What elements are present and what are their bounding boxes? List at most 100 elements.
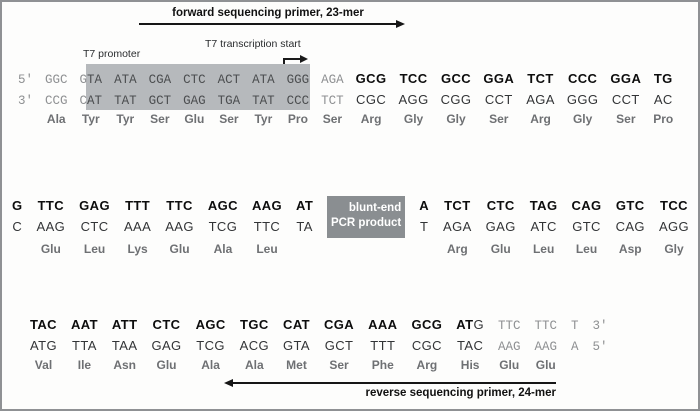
amino-acid-label: Ala [201,358,220,372]
top-strand-codon: CAG [571,195,601,216]
base-run: AAT [70,317,98,332]
bottom-strand-codon: TCG [209,216,238,237]
base-run: ATT [111,317,138,332]
base-run: GGC [45,73,68,87]
amino-acid-label: Pro [653,112,674,126]
base-run: GCT [148,94,172,108]
top-strand-codon: AAG [252,195,282,216]
bottom-strand-codon: GCT [325,335,354,356]
amino-acid-label: Pro [287,112,308,126]
t7-transcription-start-label: T7 transcription start [205,38,301,50]
bottom-strand-codon: AAG [37,216,66,237]
base-run: CGC [411,338,442,353]
top-strand-codon: GGA [610,68,641,89]
amino-acid-label: Ala [213,242,233,256]
base-run: AGC [195,317,226,332]
base-run: 3' [592,319,608,333]
amino-acid-label: Tyr [81,112,100,126]
bottom-strand-codon: TAA [112,335,138,356]
top-strand-codon: TTC [534,314,557,335]
base-run: CGG [440,92,472,107]
amino-acid-label: Ser [489,112,509,126]
codon-column: TTT AAA Lys [124,195,151,258]
top-strand-codon: G [12,195,23,216]
base-run: G [473,317,484,332]
base-run: CCG [45,94,68,108]
base-run: TG [653,71,673,86]
amino-acid-label: Gly [572,112,593,126]
bottom-strand-codon: AC [654,89,673,110]
base-run: TCT [527,71,554,86]
amino-acid-label: Leu [575,242,598,256]
amino-acid-label: Glu [40,242,61,256]
base-run: CTC [486,198,515,213]
amino-acid-label: Met [286,358,307,372]
bottom-strand-codon: CGC [412,335,442,356]
base-run: AGG [658,219,690,234]
bottom-strand-codon: GCT [149,89,172,110]
amino-acid-label: Glu [535,358,556,372]
top-strand-codon: AT [296,195,313,216]
top-strand-codon: TTC [166,195,192,216]
amino-acid-label: Leu [532,242,555,256]
base-run: GGG [566,92,599,107]
top-strand-codon: CGA [149,68,172,89]
amino-acid-label: Leu [256,242,278,256]
bottom-strand-codon: GTA [283,335,310,356]
base-run: GCG [355,71,387,86]
base-run: AT [87,94,103,108]
top-strand-codon: GGA [483,68,514,89]
amino-acid-label: Ala [245,358,264,372]
base-run: TAT [252,94,275,108]
base-run: ATA [114,73,137,87]
base-run: A [419,198,430,213]
top-strand-codon: AGC [196,314,226,335]
base-run: GCG [411,317,443,332]
base-run: TGA [217,94,241,108]
bottom-strand-codon: AAA [124,216,151,237]
base-run: 3' [18,94,34,108]
top-strand-codon: AAT [71,314,98,335]
top-strand-codon: ATT [112,314,138,335]
base-run: TTA [72,338,97,353]
bottom-strand-codon: GAG [486,216,516,237]
top-strand-codon: TTT [125,195,150,216]
base-run: AAA [368,317,398,332]
amino-acid-label: Lys [127,242,148,256]
top-strand-codon: TCT [527,68,553,89]
bottom-strand-codon: AGG [659,216,689,237]
amino-acid-label: Gly [446,112,466,126]
top-strand-codon: TGC [240,314,269,335]
amino-acid-label: Ser [322,112,343,126]
top-strand-codon: TTC [498,314,521,335]
top-strand-codon: GTA [80,68,103,89]
base-run: AAG [497,340,521,354]
bottom-strand-codon: AAG [165,216,194,237]
base-run: AGA [321,73,344,87]
bottom-strand-codon: TTC [254,216,280,237]
amino-acid-label: Ser [150,112,170,126]
base-run: AAA [123,219,152,234]
reverse-primer-label: reverse sequencing primer, 24-mer [365,387,557,399]
top-strand-codon: CGA [324,314,354,335]
base-run: G [12,198,23,213]
base-run: CCT [484,92,513,107]
